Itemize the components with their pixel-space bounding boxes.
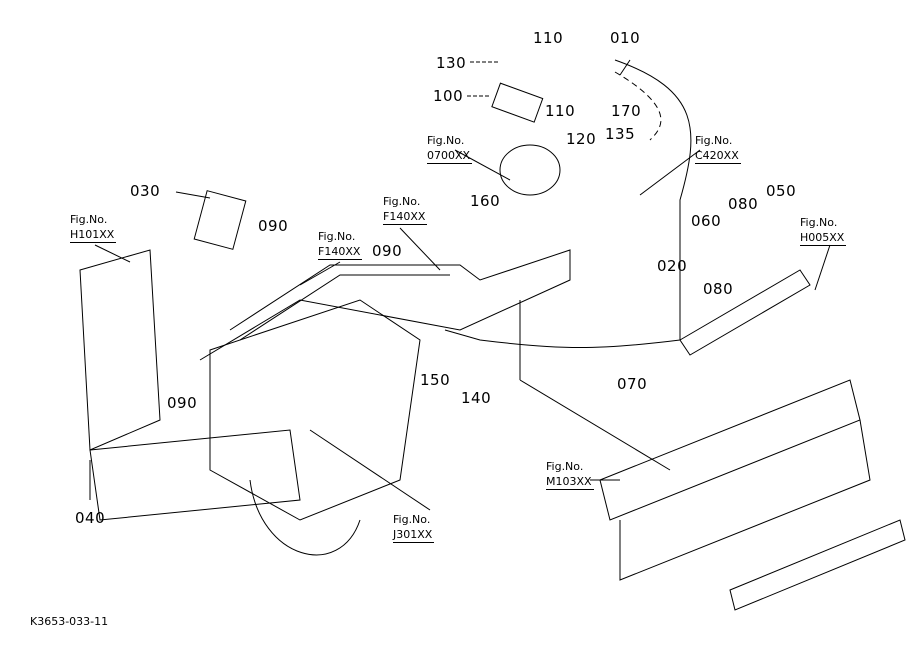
pump-body [499, 144, 561, 196]
fig-ref-0700xx[interactable]: Fig.No. 0700XX [427, 134, 473, 164]
fig-ref-c420xx[interactable]: Fig.No. C420XX [695, 134, 741, 164]
pipe-line [199, 249, 571, 361]
part-label-160[interactable]: 160 [470, 192, 501, 210]
part-label-010[interactable]: 010 [610, 29, 641, 47]
fig-ref-h101xx[interactable]: Fig.No. H101XX [70, 213, 117, 243]
part-label-070[interactable]: 070 [617, 375, 648, 393]
fig-ref-m103xx[interactable]: Fig.No. M103XX [546, 460, 594, 490]
transmission-housing [209, 299, 421, 521]
right-frame-side [619, 419, 871, 581]
fig-ref-f140xx[interactable]: Fig.No. F140XX [383, 195, 428, 225]
part-label-135[interactable]: 135 [605, 125, 636, 143]
valve-block [491, 82, 544, 123]
fig-ref-j301xx[interactable]: Fig.No. J301XX [393, 513, 435, 543]
pipe-line-3 [239, 274, 450, 341]
fig-ref-f140xx[interactable]: Fig.No. F140XX [318, 230, 363, 260]
front-frame [89, 429, 301, 521]
diagram-id: K3653-033-11 [30, 615, 109, 628]
part-label-150[interactable]: 150 [420, 371, 451, 389]
part-label-080[interactable]: 080 [703, 280, 734, 298]
part-label-170[interactable]: 170 [611, 102, 642, 120]
fig-ref-h005xx[interactable]: Fig.No. H005XX [800, 216, 847, 246]
hose-line-2 [614, 71, 662, 141]
part-label-110[interactable]: 110 [533, 29, 564, 47]
part-label-140[interactable]: 140 [461, 389, 492, 407]
part-label-120[interactable]: 120 [566, 130, 597, 148]
part-label-080[interactable]: 080 [728, 195, 759, 213]
part-label-090[interactable]: 090 [258, 217, 289, 235]
part-label-110[interactable]: 110 [545, 102, 576, 120]
part-label-090[interactable]: 090 [372, 242, 403, 260]
part-label-030[interactable]: 030 [130, 182, 161, 200]
part-label-050[interactable]: 050 [766, 182, 797, 200]
housing-curve [249, 479, 361, 556]
rail [729, 519, 906, 611]
filter [193, 190, 247, 250]
part-label-100[interactable]: 100 [433, 87, 464, 105]
part-label-020[interactable]: 020 [657, 257, 688, 275]
left-frame [79, 249, 161, 451]
part-label-130[interactable]: 130 [436, 54, 467, 72]
steering-cylinder [679, 269, 811, 356]
part-label-090[interactable]: 090 [167, 394, 198, 412]
part-label-040[interactable]: 040 [75, 509, 106, 527]
right-frame [599, 379, 861, 521]
part-label-060[interactable]: 060 [691, 212, 722, 230]
